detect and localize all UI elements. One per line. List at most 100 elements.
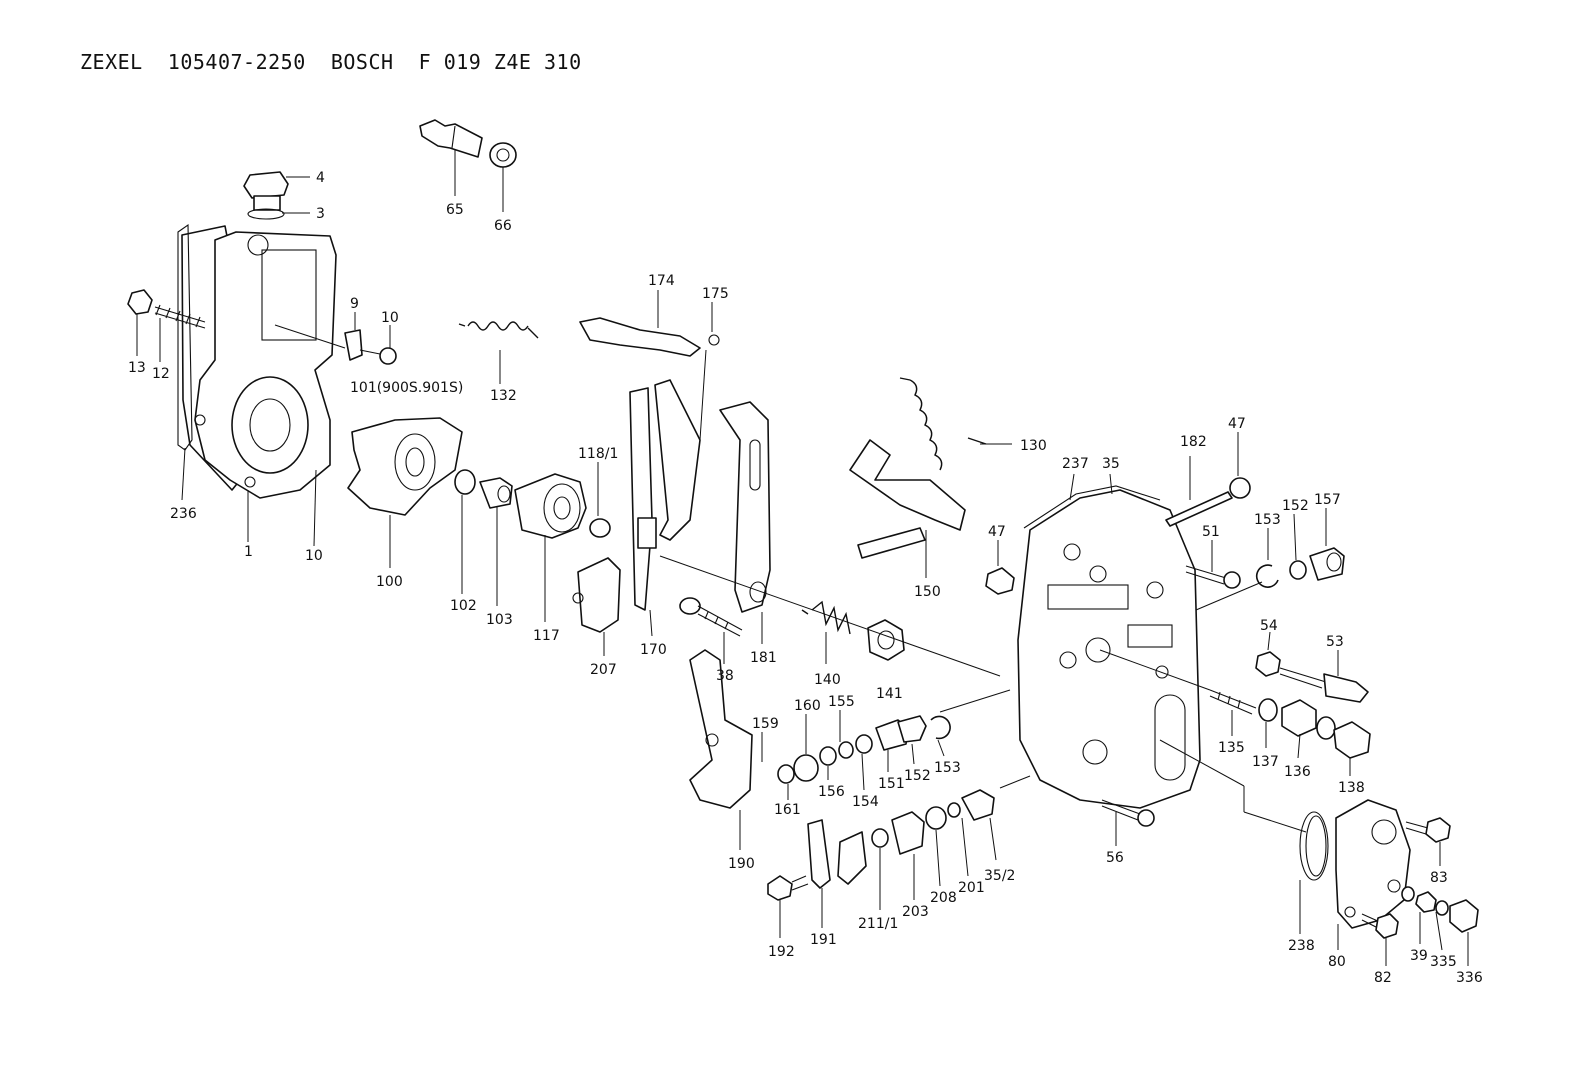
lever-181: [719, 401, 771, 613]
callout-label: 56: [1106, 850, 1124, 866]
callout-label: 47: [1228, 416, 1246, 432]
washer-66: [489, 142, 517, 168]
callout-label: 201: [958, 880, 985, 896]
callout-label: 236: [170, 506, 197, 522]
plug-157: [1309, 547, 1345, 581]
callout-label: 132: [490, 388, 517, 404]
screw-135: [1209, 689, 1257, 715]
callout-label: 154: [852, 794, 879, 810]
spring-140: [801, 600, 851, 635]
callout-label: 80: [1328, 954, 1346, 970]
sleeve-117: [514, 473, 587, 539]
callout-label: 191: [810, 932, 837, 948]
callout-label: 47: [988, 524, 1006, 540]
callout-label: 53: [1326, 634, 1344, 650]
leader-lines: [136, 150, 1469, 966]
callout-label: 38: [716, 668, 734, 684]
ring-152-upper: [1289, 560, 1307, 580]
callout-label: 103: [486, 612, 513, 628]
washer-138: [1316, 716, 1371, 759]
link-174: [579, 317, 720, 357]
callout-label: 118/1: [578, 446, 618, 462]
callout-label: 153: [934, 760, 961, 776]
gasket-237: [1023, 485, 1161, 529]
washer-137: [1258, 698, 1278, 722]
block-207: [572, 557, 621, 633]
callout-label: 155: [828, 694, 855, 710]
callout-label: 151: [878, 776, 905, 792]
cover-80: [1335, 799, 1411, 929]
callout-label: 161: [774, 802, 801, 818]
screw-51: [1185, 565, 1241, 589]
callout-label: 335: [1430, 954, 1457, 970]
callout-label: 156: [818, 784, 845, 800]
tensioning-lever-170: [629, 379, 701, 611]
callout-label: 101(900S.901S): [350, 380, 463, 396]
callout-label: 208: [930, 890, 957, 906]
oring-238: [1299, 811, 1329, 881]
callout-label: 137: [1252, 754, 1279, 770]
callout-label: 35/2: [984, 868, 1015, 884]
governor-housing-1: [181, 225, 337, 499]
callout-label: 4: [316, 170, 325, 186]
callout-label: 336: [1456, 970, 1483, 986]
callout-label: 159: [752, 716, 779, 732]
callout-label: 35: [1102, 456, 1120, 472]
callout-label: 138: [1338, 780, 1365, 796]
bolt-38: [679, 597, 743, 637]
shaft-rings-154-161: [777, 715, 951, 784]
callout-label: 152: [1282, 498, 1309, 514]
parts-39-335-336: [1401, 886, 1479, 933]
governor-cover-35: [1017, 489, 1201, 809]
callout-label: 181: [750, 650, 777, 666]
stop-lever-150: [849, 439, 966, 559]
callout-label: 192: [768, 944, 795, 960]
screw-65: [419, 119, 483, 158]
diagram-title: ZEXEL 105407-2250 BOSCH F 019 Z4E 310: [80, 50, 582, 74]
callout-numbers: 4 3 65 66 13 12 9 10 101(900S.901S) 132 …: [128, 170, 1483, 986]
callout-label: 152: [904, 768, 931, 784]
spring-132: [458, 321, 539, 339]
callout-label: 157: [1314, 492, 1341, 508]
clip-153-upper: [1255, 564, 1279, 588]
bush-103: [479, 477, 513, 509]
bolt-12-nut-13: [127, 289, 206, 329]
callout-label: 207: [590, 662, 617, 678]
callout-label: 211/1: [858, 916, 898, 932]
screw-53: [1279, 667, 1369, 703]
screw-56: [1101, 799, 1155, 827]
callout-label: 237: [1062, 456, 1089, 472]
callout-label: 135: [1218, 740, 1245, 756]
bracket-9: [344, 329, 397, 365]
screws-82-83: [1361, 817, 1451, 939]
callout-label: 39: [1410, 948, 1428, 964]
lever-191: [807, 819, 867, 889]
callout-label: 238: [1288, 938, 1315, 954]
callout-label: 174: [648, 273, 675, 289]
callout-label: 10: [381, 310, 399, 326]
flyweight-assembly-100: [347, 417, 463, 516]
nut-136: [1281, 699, 1317, 737]
callout-label: 190: [728, 856, 755, 872]
washer-118: [589, 518, 611, 538]
callout-label: 136: [1284, 764, 1311, 780]
pin-182: [1165, 477, 1251, 527]
callout-label: 150: [914, 584, 941, 600]
washer-102: [454, 469, 476, 495]
callout-label: 82: [1374, 970, 1392, 986]
plug-4: [243, 171, 289, 220]
callout-label: 51: [1202, 524, 1220, 540]
callout-label: 175: [702, 286, 729, 302]
callout-label: 182: [1180, 434, 1207, 450]
callout-label: 102: [450, 598, 477, 614]
callout-label: 54: [1260, 618, 1278, 634]
callout-label: 12: [152, 366, 170, 382]
parts-211-203-208-201-352: [871, 789, 995, 855]
lever-190: [689, 649, 753, 809]
callout-label: 170: [640, 642, 667, 658]
callout-label: 66: [494, 218, 512, 234]
callout-label: 153: [1254, 512, 1281, 528]
spring-130: [899, 377, 987, 471]
bolt-192: [767, 875, 809, 901]
